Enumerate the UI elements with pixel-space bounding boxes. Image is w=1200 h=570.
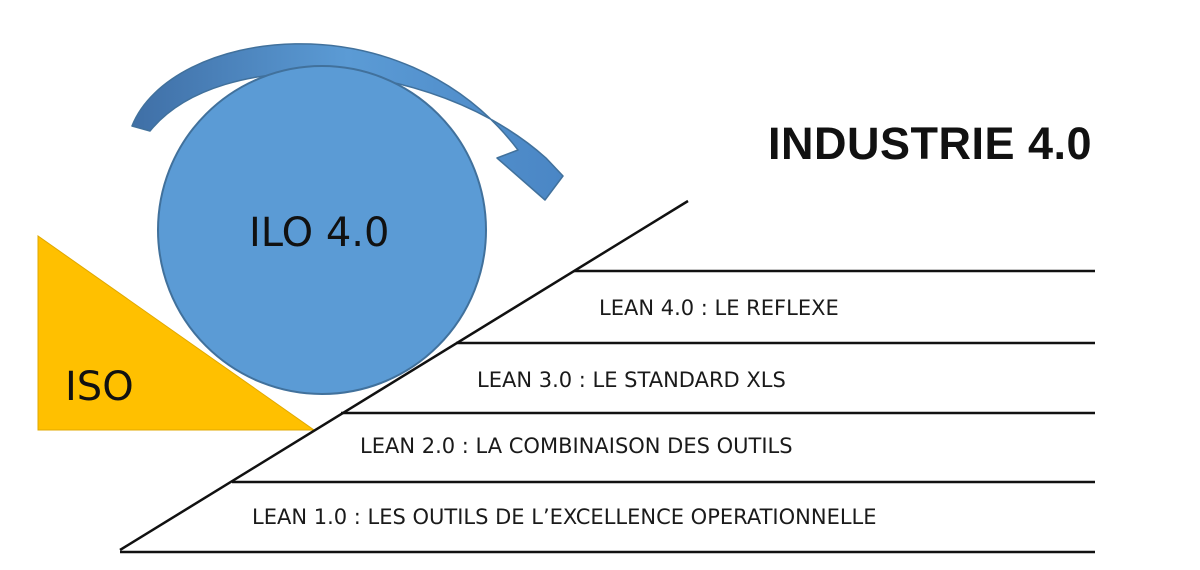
iso-wedge-shape bbox=[37, 235, 316, 431]
level-lean-3-label: LEAN 3.0 : LE STANDARD XLS bbox=[477, 368, 786, 392]
page-title: INDUSTRIE 4.0 bbox=[768, 118, 1093, 169]
iso-wedge-label: ISO bbox=[65, 364, 134, 410]
rotation-arrow-shape bbox=[131, 43, 564, 201]
slope-line bbox=[119, 199, 689, 552]
level-lean-4-label: LEAN 4.0 : LE REFLEXE bbox=[599, 296, 839, 320]
ilo-circle-label: ILO 4.0 bbox=[249, 210, 390, 256]
level-lean-1-label: LEAN 1.0 : LES OUTILS DE L’EXCELLENCE OP… bbox=[252, 505, 877, 529]
level-lean-2-label: LEAN 2.0 : LA COMBINAISON DES OUTILS bbox=[360, 434, 793, 458]
ilo-circle-shape bbox=[157, 65, 487, 395]
